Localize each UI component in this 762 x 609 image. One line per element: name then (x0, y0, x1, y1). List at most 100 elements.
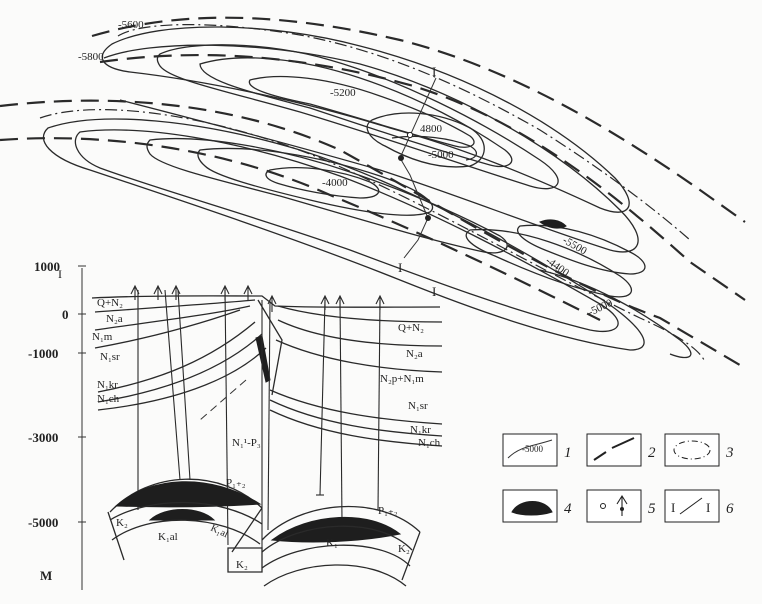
right-layer-label-3: N₂p+N₁m (380, 373, 424, 385)
well-dot-map-1 (398, 155, 404, 161)
left-layer-2 (94, 305, 251, 331)
map-boundary-lower-2 (0, 137, 601, 321)
left-dome-2 (109, 501, 263, 525)
contour-label-4800: 4800 (420, 123, 443, 135)
legend-box-1 (502, 433, 558, 467)
center-label: N₁¹-P₃ (232, 437, 261, 449)
right-dome-3 (261, 544, 411, 569)
contour-upper-2 (199, 57, 513, 168)
legend-number-2: 2 (648, 445, 656, 461)
right-dome-reservoir (270, 516, 402, 543)
contour-lower-2 (146, 137, 508, 254)
well-symbol-map-1 (406, 131, 414, 139)
mid-block (227, 547, 263, 573)
contour-4000 (197, 147, 433, 216)
left-dome-reservoir (114, 481, 262, 508)
well-arrow-2 (153, 284, 163, 300)
contour-label-5800: -5800 (78, 51, 104, 63)
right-layer-1 (277, 305, 443, 323)
right-dome-4 (263, 564, 407, 587)
right-layer-label-6: N₁ch (418, 437, 441, 449)
left-layer-label-3: N₁m (92, 331, 113, 343)
well-3 (177, 289, 191, 481)
axis-label-neg5000: -5000 (28, 515, 58, 530)
well-2 (164, 289, 181, 481)
right-top-label: P₁₊₂ (378, 505, 398, 517)
contour-lower-outer (42, 118, 645, 351)
section-line (399, 77, 437, 259)
map-black-body (538, 219, 567, 229)
left-top-label: P₁₊₂ (226, 477, 246, 489)
contour-label-5000-lower: -5000 (586, 297, 615, 319)
right-layer-5 (269, 399, 443, 437)
section-line-label-top: I (432, 64, 436, 79)
right-layer-3 (275, 339, 443, 373)
right-dome-top (261, 505, 421, 541)
contour-5500 (517, 224, 646, 275)
fault-dashed (199, 379, 247, 421)
axis-label-1000: 1000 (34, 259, 60, 274)
left-layer-label-5: N₁kr (97, 379, 118, 391)
fault-black-wedge (255, 335, 271, 383)
section-line-label-bottom: I (398, 260, 402, 275)
left-layer-5 (97, 333, 263, 403)
legend-sample-6a: I (671, 500, 675, 515)
well-8 (339, 299, 343, 523)
left-layer-label-6: N₁ch (97, 393, 120, 405)
contour-5200 (248, 75, 475, 148)
right-core-label: K₁ (326, 537, 338, 549)
left-flank-l (107, 511, 125, 561)
wells (130, 284, 385, 548)
legend-sample-well-arrow (616, 494, 628, 516)
well-9 (377, 299, 381, 511)
right-layer-2 (277, 319, 443, 347)
left-core-reservoir (148, 509, 216, 521)
right-layer-label-4: N₁sr (408, 400, 428, 412)
contour-east-tail (539, 269, 692, 359)
contour-4800 (366, 112, 485, 168)
well-7 (319, 299, 326, 496)
contour-upper-1 (156, 44, 559, 190)
contour-lower-1 (74, 129, 619, 332)
left-layer-label-2: N₂a (106, 313, 123, 325)
axis-label-neg1000: -1000 (28, 346, 58, 361)
right-layer-label-2: N₂a (406, 348, 423, 360)
contour-4000-inner (265, 166, 380, 199)
right-layer-label-5: N₁kr (410, 424, 431, 436)
right-dome-2 (261, 525, 413, 553)
legend-sample-contour (507, 439, 553, 459)
map-outline-south (39, 109, 706, 363)
left-layer-6 (97, 347, 267, 411)
well-arrow-5 (243, 284, 253, 300)
contour-label-5000-upper: -5000 (428, 149, 454, 161)
left-core-label: K₁al (158, 531, 178, 543)
well-4 (224, 289, 229, 546)
contour-5000-upper (391, 135, 477, 161)
legend-number-6: 6 (726, 501, 734, 517)
legend-sample-1: -5000 (522, 444, 543, 454)
axis-label-0: 0 (62, 307, 69, 322)
legend-number-4: 4 (564, 501, 572, 517)
legend-sample-reservoir (511, 501, 553, 516)
map-boundary-upper (91, 16, 746, 223)
left-layer-label-4: N₁sr (100, 351, 120, 363)
fault-1 (257, 299, 283, 396)
left-layer-label-1: Q+N₂ (97, 297, 123, 309)
legend-box-6 (664, 489, 720, 523)
legend-sample-well-dot (620, 507, 624, 511)
contour-label-4000: -4000 (322, 177, 348, 189)
legend-sample-well-circle (600, 503, 606, 509)
ground-surface (91, 295, 441, 308)
cross-section: I 1000 0 -1000 -3000 -5000 M I (28, 259, 443, 590)
contour-label-5600: -5600 (118, 19, 144, 31)
left-flank-r (231, 507, 263, 553)
contour-label-5200: -5200 (330, 87, 356, 99)
well-arrow-6 (267, 294, 277, 312)
left-dome-3 (111, 519, 261, 545)
map-boundary-upper-inner (99, 53, 746, 301)
legend-sample-6b: I (706, 500, 710, 515)
axis-label-neg3000: -3000 (28, 430, 58, 445)
contour-5600 (101, 26, 630, 213)
